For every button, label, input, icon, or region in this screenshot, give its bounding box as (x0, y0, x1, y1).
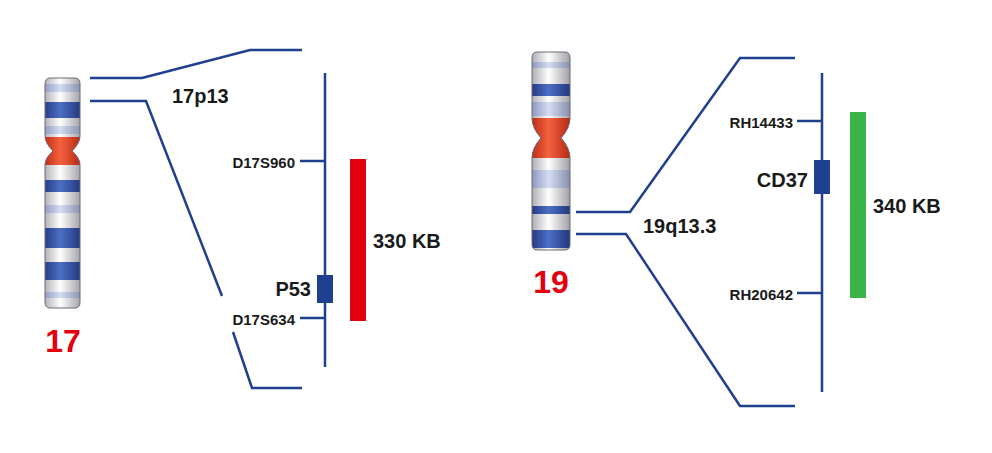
marker-label: D17S634 (232, 312, 295, 327)
gene-label: CD37 (757, 170, 808, 190)
zoom-lines (576, 58, 822, 406)
chromosome (40, 70, 85, 315)
chromosome-outline (45, 78, 80, 308)
gene-label: P53 (275, 279, 311, 299)
chromosome-number: 19 (533, 266, 569, 298)
zoom-lines (90, 50, 325, 388)
marker-label: RH20642 (730, 287, 793, 302)
band-label: 19q13.3 (643, 216, 716, 236)
gene-box (814, 160, 830, 194)
marker-label: RH14433 (730, 115, 793, 130)
band-label: 17p13 (172, 86, 229, 106)
chromosome-outline (532, 52, 570, 250)
chromosome-number: 17 (45, 325, 81, 357)
size-label: 340 KB (873, 196, 941, 216)
region-bar (350, 159, 366, 321)
region-bar (850, 112, 866, 298)
chromosome (528, 48, 574, 254)
size-label: 330 KB (373, 231, 441, 251)
marker-label: D17S960 (232, 155, 295, 170)
gene-box (317, 275, 333, 303)
